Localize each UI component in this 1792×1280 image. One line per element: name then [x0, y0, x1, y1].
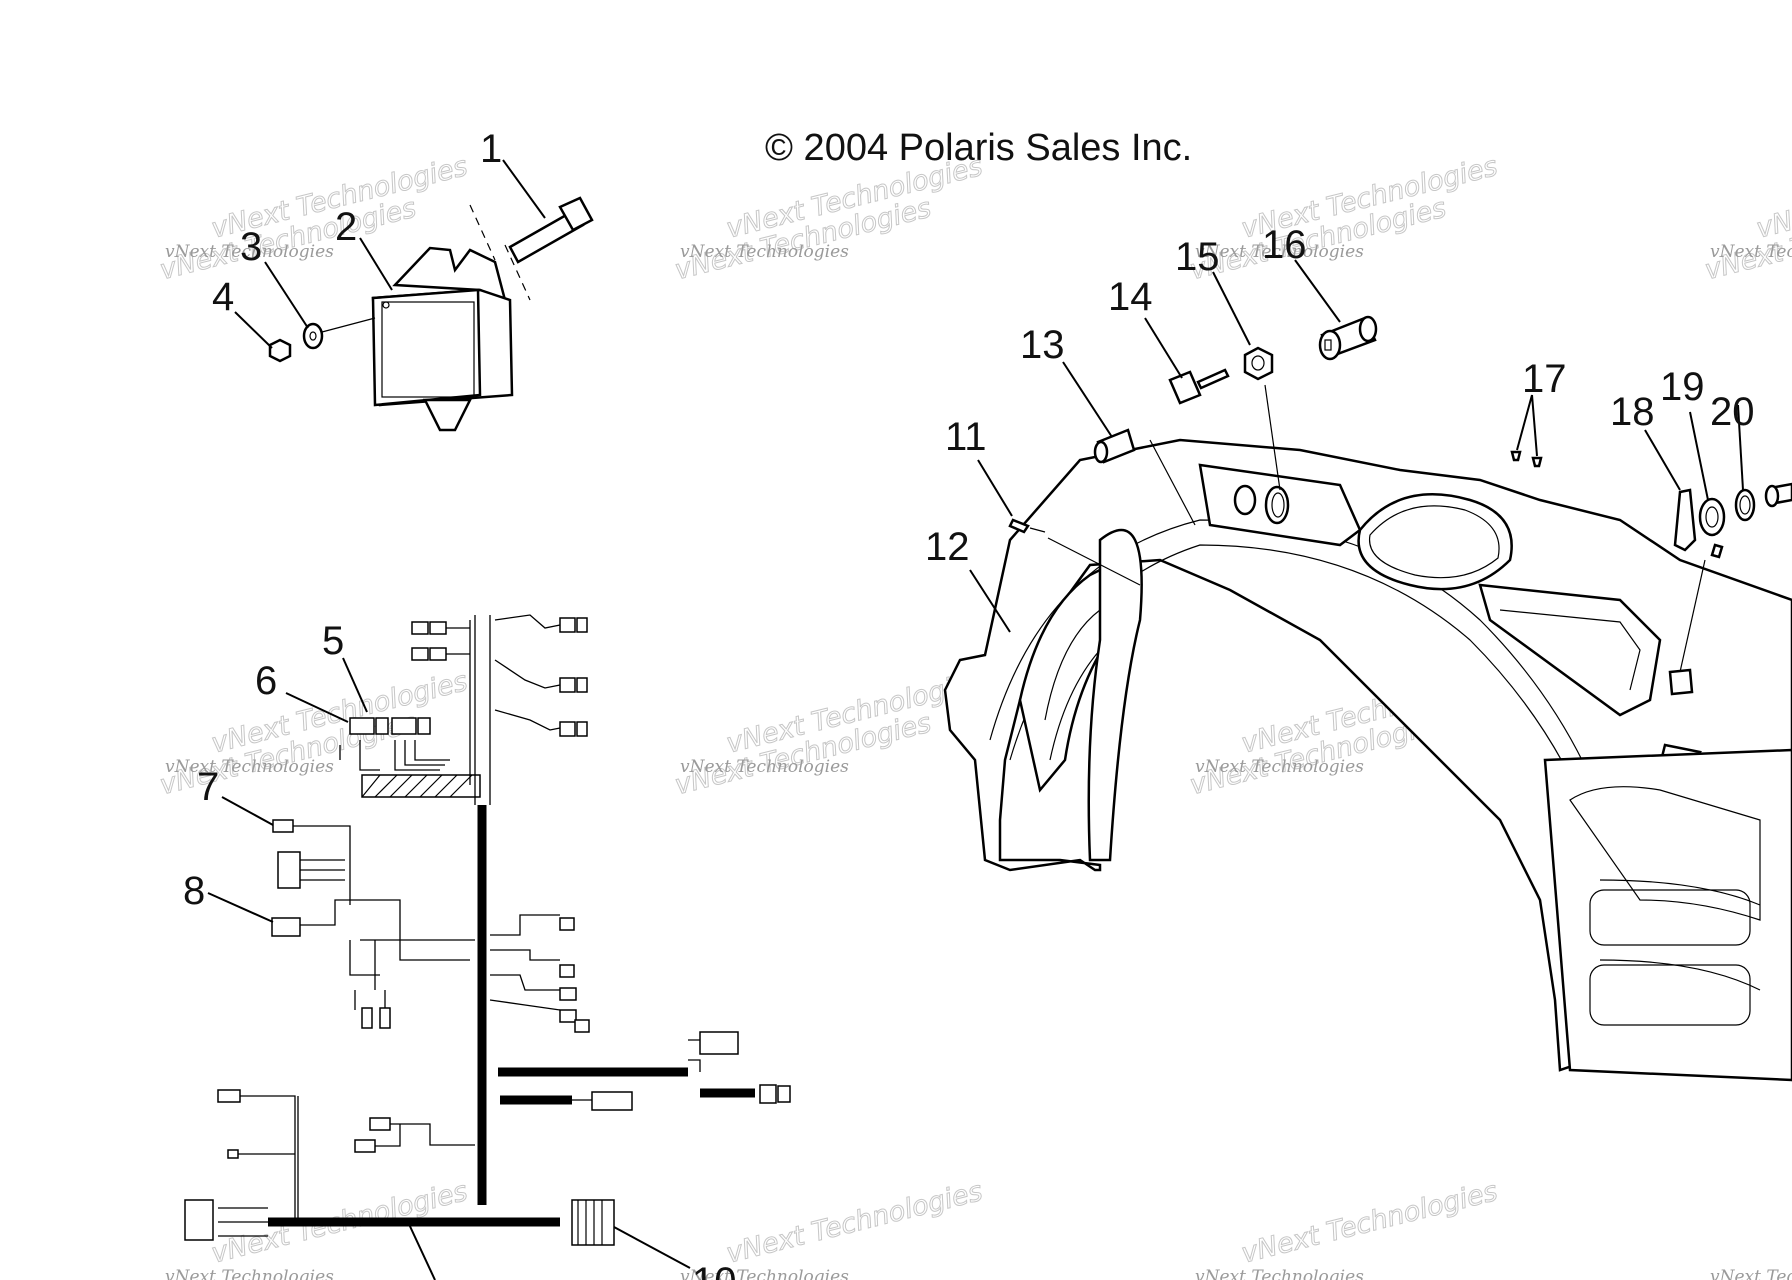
svg-text:vNext Technologies: vNext Technologies — [723, 1176, 985, 1270]
push-pin-part — [1510, 450, 1543, 468]
callout-19: 19 — [1660, 365, 1705, 409]
dash-pod-assembly — [943, 315, 1792, 1082]
callout-5: 5 — [322, 619, 344, 663]
watermark: vNext Technologies — [1710, 1267, 1792, 1280]
screw-part — [1008, 518, 1030, 534]
svg-text:vNext Technologies: vNext Technologies — [680, 757, 849, 777]
callout-15: 15 — [1175, 235, 1220, 279]
callout-17: 17 — [1522, 357, 1567, 401]
regulator-part — [371, 246, 514, 432]
svg-text:vNext Technologies: vNext Technologies — [1238, 1176, 1500, 1270]
watermark: vNext Technologies vNext Technologies vN… — [671, 150, 986, 286]
throttle-lever-part — [1673, 488, 1724, 559]
relay-block — [339, 717, 481, 798]
mid-connectors — [489, 914, 791, 1111]
svg-text:vNext Technologies: vNext Technologies — [1195, 1267, 1364, 1280]
lower-connectors — [184, 1089, 615, 1246]
nut-part — [268, 338, 292, 363]
copyright-text: © 2004 Polaris Sales Inc. — [765, 127, 1192, 169]
callout-11: 11 — [945, 415, 987, 459]
svg-text:vNext Technologies: vNext Technologies — [680, 1267, 849, 1280]
svg-text:vNext Technologies: vNext Technologies — [1710, 242, 1792, 262]
callout-3: 3 — [240, 225, 262, 269]
watermark: vNext Technologies vNext Technologies vN… — [1186, 150, 1501, 286]
callout-2: 2 — [335, 205, 357, 249]
bolt-part — [469, 196, 594, 301]
svg-text:vNext Technologies: vNext Technologies — [680, 242, 849, 262]
wiring-harness — [184, 614, 791, 1246]
key-part — [1168, 368, 1230, 405]
callout-13: 13 — [1020, 323, 1065, 367]
svg-text:vNext Technologies: vNext Technologies — [1710, 1267, 1792, 1280]
callout-18: 18 — [1610, 390, 1655, 434]
callout-1: 1 — [480, 127, 502, 171]
callout-labels: 1 2 3 4 5 6 7 8 10 11 12 13 14 15 16 17 … — [183, 127, 1755, 1280]
bushing-part — [1698, 497, 1726, 537]
svg-text:vNext Technologies: vNext Technologies — [165, 757, 334, 777]
svg-text:vNext Technologies: vNext Technologies — [1195, 757, 1364, 777]
ignition-switch-part — [1318, 315, 1378, 361]
svg-text:vNext Technologies: vNext Technologies — [1195, 242, 1364, 262]
svg-text:vNext Technologies: vNext Technologies — [165, 242, 334, 262]
svg-text:vNext Technologies: vNext Technologies — [1702, 193, 1792, 287]
callout-8: 8 — [183, 869, 205, 913]
switch-nut-part — [1243, 346, 1281, 491]
regulator-assembly — [268, 196, 594, 432]
callout-20: 20 — [1710, 390, 1755, 434]
upper-connectors — [411, 614, 588, 737]
callout-7: 7 — [197, 765, 219, 809]
callout-4: 4 — [212, 275, 234, 319]
left-connectors — [271, 819, 475, 1029]
watermark: vNext Technologies vNext Technologies vN… — [1701, 150, 1792, 287]
callout-6: 6 — [255, 659, 277, 703]
svg-text:vNext Technologies: vNext Technologies — [165, 1267, 334, 1280]
callout-12: 12 — [925, 525, 970, 569]
leader-lines — [207, 159, 1744, 1280]
svg-text:vNext Technologies: vNext Technologies — [1753, 151, 1792, 245]
callout-16: 16 — [1262, 223, 1307, 267]
lever-washer-part — [1734, 488, 1756, 522]
washer-part — [302, 317, 376, 350]
callout-14: 14 — [1108, 275, 1153, 319]
callout-10: 10 — [692, 1260, 737, 1280]
watermark: vNext Technologies vNext Technologies — [1195, 1175, 1501, 1280]
